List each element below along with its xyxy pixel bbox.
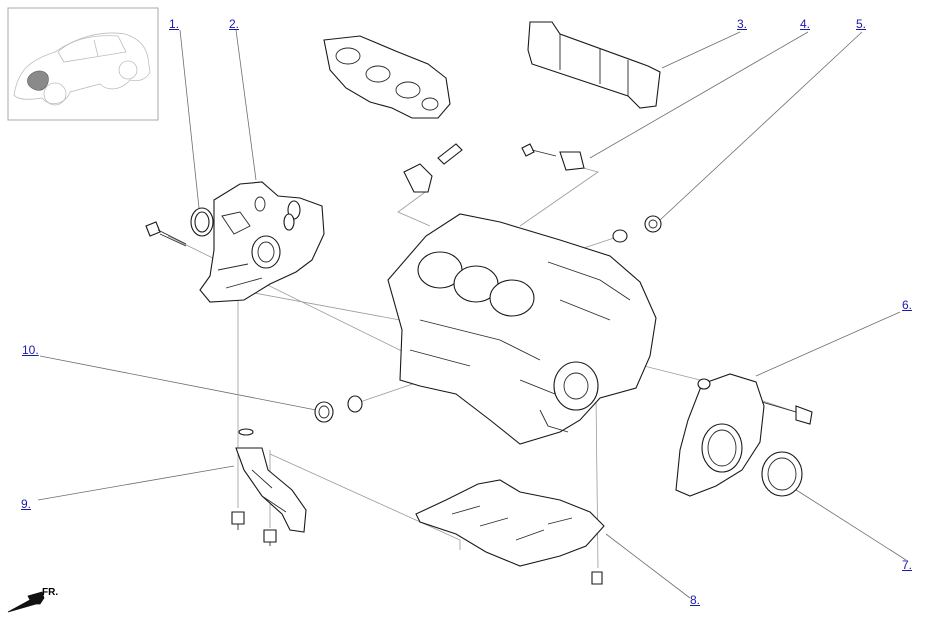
baffle-bolt	[591, 571, 603, 585]
part-9-oil-pickup	[235, 447, 307, 533]
callout-10[interactable]: 10.	[22, 343, 39, 357]
callout-3[interactable]: 3.	[737, 17, 748, 31]
callout-4[interactable]: 4.	[800, 17, 811, 31]
callout-8[interactable]: 8.	[690, 593, 701, 607]
front-direction-label: FR.	[42, 587, 59, 598]
callout-6[interactable]: 6.	[902, 298, 913, 312]
rear-cover-bolt	[761, 401, 813, 425]
part-1-oil-seal	[190, 207, 214, 237]
callout-2[interactable]: 2.	[229, 17, 240, 31]
part-10-plug	[314, 395, 363, 423]
part-7-rear-seal	[761, 451, 803, 497]
leader-lines	[37, 29, 907, 599]
o-ring	[238, 428, 254, 436]
front-cover-bolt	[145, 221, 187, 247]
callout-1[interactable]: 1.	[169, 17, 180, 31]
part-5-plug	[612, 215, 662, 243]
pickup-bolts	[231, 511, 277, 546]
engine-block	[387, 213, 657, 445]
front-direction-arrow-icon	[7, 591, 45, 613]
callout-5[interactable]: 5.	[856, 17, 867, 31]
vehicle-locator-inset	[7, 7, 159, 121]
part-2-front-cover	[199, 181, 325, 303]
part-4-sensor	[521, 143, 585, 171]
part-3-bracket	[527, 21, 661, 109]
callout-9[interactable]: 9.	[21, 497, 32, 511]
part-6-rear-cover	[675, 373, 765, 497]
part-8-oil-baffle	[415, 479, 605, 567]
callout-7[interactable]: 7.	[902, 558, 913, 572]
sensor-with-bolt	[403, 143, 463, 193]
intake-manifold-gasket	[323, 35, 451, 119]
